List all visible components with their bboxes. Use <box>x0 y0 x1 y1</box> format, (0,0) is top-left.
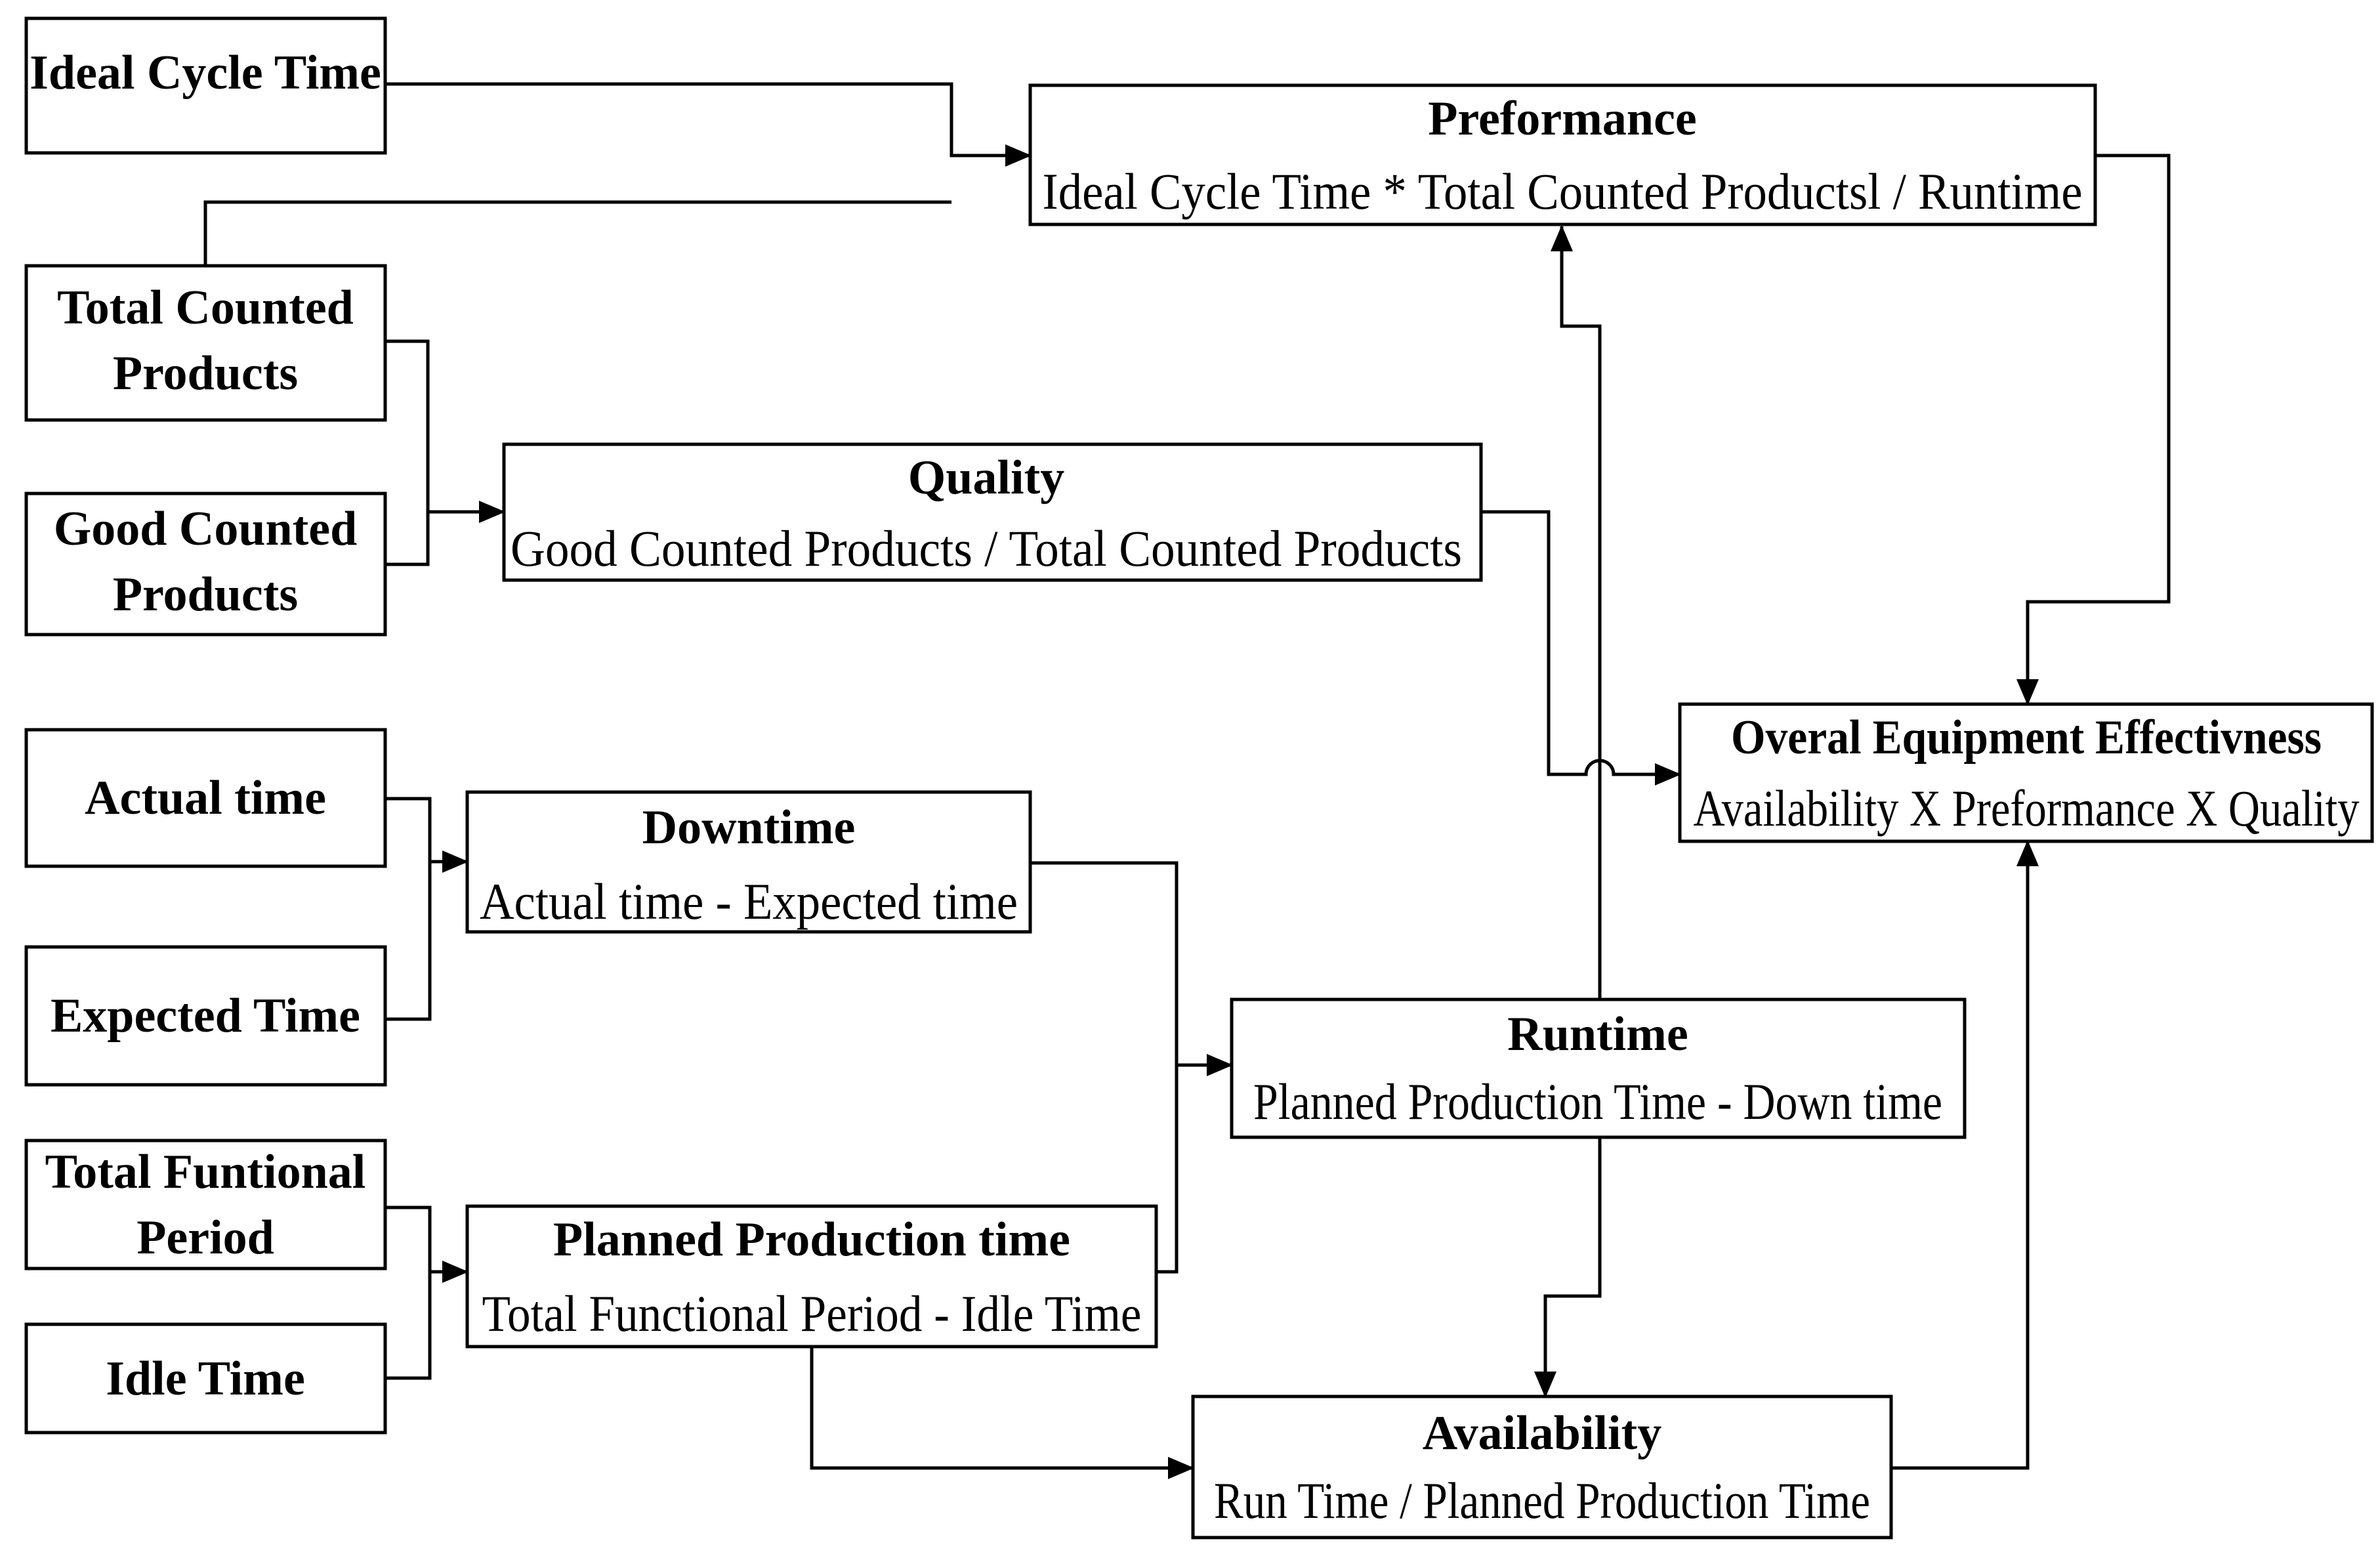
edge-total-counted-to-performance <box>203 200 951 266</box>
edge-runtime-to-availability <box>1534 1137 1602 1398</box>
metric-performance: Preformance Ideal Cycle Time * Total Cou… <box>1028 83 2097 226</box>
metric-quality: Quality Good Counted Products / Total Co… <box>502 442 1483 582</box>
edge-ideal-cycle-time-to-performance <box>385 82 1032 167</box>
metric-formula: Actual time - Expected time <box>480 873 1018 930</box>
metric-title: Availability <box>1423 1406 1662 1460</box>
input-label-line-1: Total Counted <box>57 281 354 335</box>
input-idle-time: Idle Time <box>24 1322 387 1435</box>
input-label: Ideal Cycle Time <box>30 46 381 100</box>
metric-title: Downtime <box>642 801 856 854</box>
input-actual-time: Actual time <box>24 728 387 868</box>
edge-actual-time-to-downtime <box>385 797 432 1021</box>
metric-availability: Availability Run Time / Planned Producti… <box>1191 1395 1893 1540</box>
edge-availability-to-oee <box>1891 840 2039 1470</box>
metric-formula: Availability X Preformance X Quality <box>1694 780 2360 837</box>
metric-title: Overal Equipment Effectivness <box>1731 711 2322 765</box>
edge-quality-to-oee <box>1481 510 1681 786</box>
connectors <box>203 82 2171 1479</box>
metric-title: Runtime <box>1507 1007 1688 1061</box>
metric-downtime: Downtime Actual time - Expected time <box>465 790 1032 934</box>
input-good-counted-products: Good Counted Products <box>24 492 387 637</box>
edge-downtime-to-runtime <box>1030 861 1179 1274</box>
metric-title: Preformance <box>1428 92 1697 146</box>
input-ideal-cycle-time: Ideal Cycle Time <box>24 16 387 155</box>
metric-oee: Overal Equipment Effectivness Availabili… <box>1678 702 2374 843</box>
edge-performance-to-oee <box>2016 154 2171 705</box>
edge-planned-to-availability <box>810 1347 1194 1479</box>
metric-title: Quality <box>908 451 1064 505</box>
input-label: Idle Time <box>106 1352 305 1406</box>
edge-total-counted-to-quality <box>385 339 430 512</box>
input-label-line-1: Good Counted <box>54 502 358 556</box>
metric-formula: Total Functional Period - Idle Time <box>482 1285 1142 1342</box>
edge-good-counted-to-quality <box>385 512 430 566</box>
edge-functional-period-to-planned <box>385 1206 432 1380</box>
input-label-line-2: Products <box>113 568 298 621</box>
input-label-line-2: Products <box>113 346 298 400</box>
input-expected-time: Expected Time <box>24 945 387 1087</box>
input-label-line-1: Total Funtional <box>45 1145 366 1199</box>
input-label-line-2: Period <box>136 1211 274 1265</box>
input-total-counted-products: Total Counted Products <box>24 264 387 422</box>
metric-title: Planned Production time <box>553 1213 1070 1267</box>
metric-formula: Good Counted Products / Total Counted Pr… <box>511 520 1462 577</box>
metric-runtime: Runtime Planned Production Time - Down t… <box>1230 997 1967 1139</box>
input-label: Expected Time <box>51 989 360 1043</box>
input-label: Actual time <box>85 771 326 825</box>
metric-formula: Run Time / Planned Production Time <box>1214 1472 1870 1529</box>
edge-runtime-to-performance <box>1551 225 1602 999</box>
metric-planned-production-time: Planned Production time Total Functional… <box>465 1204 1158 1349</box>
metric-formula: Planned Production Time - Down time <box>1253 1073 1942 1130</box>
input-total-functional-period: Total Funtional Period <box>24 1139 387 1270</box>
metric-formula: Ideal Cycle Time * Total Counted Product… <box>1043 163 2083 220</box>
